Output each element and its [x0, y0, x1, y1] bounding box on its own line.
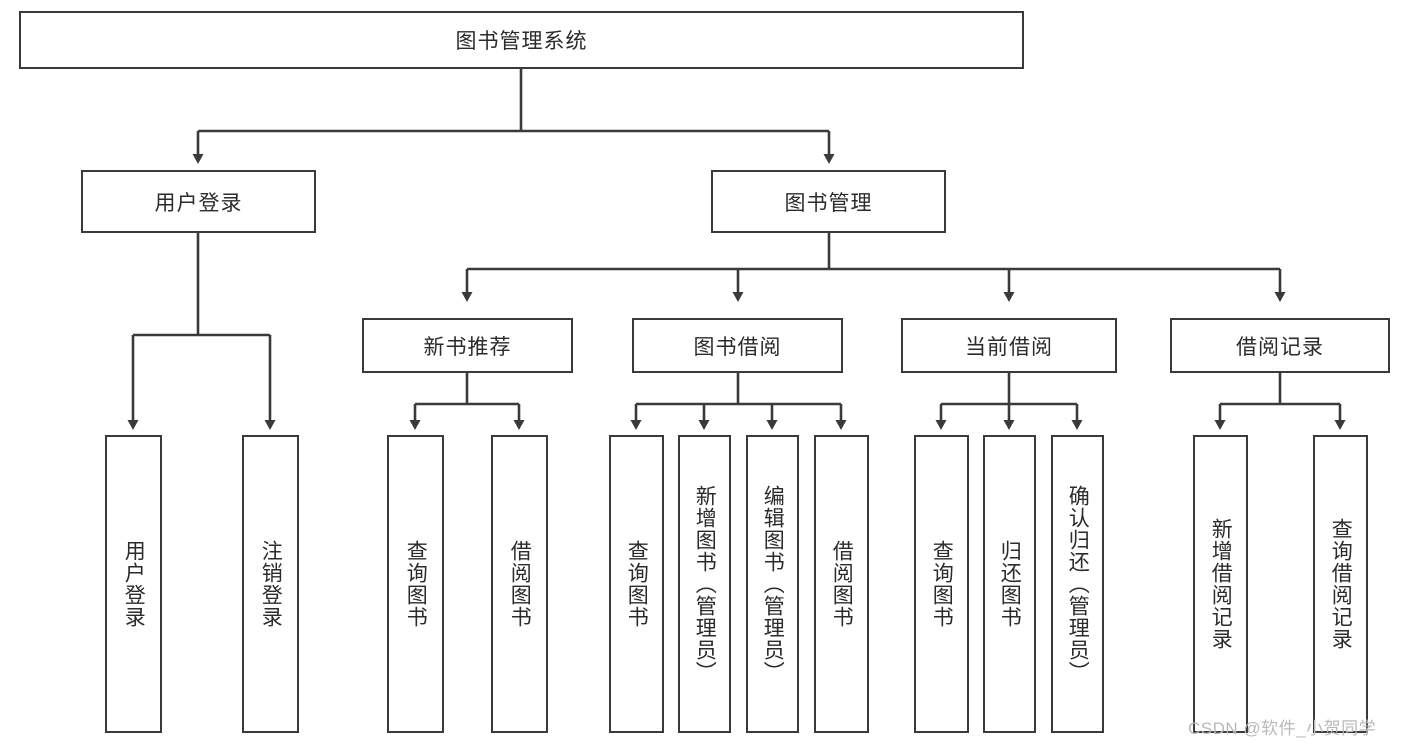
node-leaf-return-book[interactable]: 归还图书	[983, 435, 1036, 733]
node-leaf-borrow-book-2-label: 借阅图书	[830, 540, 854, 628]
node-new-book-recommend[interactable]: 新书推荐	[362, 318, 573, 373]
node-leaf-borrow-book-1-label: 借阅图书	[508, 540, 532, 628]
node-leaf-user-login-label: 用户登录	[122, 540, 146, 628]
node-root[interactable]: 图书管理系统	[19, 11, 1024, 69]
node-leaf-return-book-label: 归还图书	[998, 540, 1022, 628]
node-book-management-label: 图书管理	[784, 191, 873, 215]
node-borrow-record[interactable]: 借阅记录	[1170, 318, 1390, 373]
node-leaf-edit-book[interactable]: 编辑图书（管理员）	[746, 435, 799, 733]
node-leaf-add-book[interactable]: 新增图书（管理员）	[678, 435, 731, 733]
node-leaf-query-borrow-record-label: 查询借阅记录	[1329, 518, 1353, 650]
node-borrow-record-label: 借阅记录	[1236, 335, 1324, 359]
node-leaf-add-borrow-record-label: 新增借阅记录	[1209, 518, 1233, 650]
node-leaf-query-borrow-record[interactable]: 查询借阅记录	[1313, 435, 1368, 733]
node-user-login[interactable]: 用户登录	[81, 170, 316, 233]
watermark: CSDN @软件_小贺同学	[1188, 719, 1377, 738]
node-current-borrow-label: 当前借阅	[965, 335, 1053, 359]
node-leaf-borrow-book-1[interactable]: 借阅图书	[491, 435, 548, 733]
node-user-login-label: 用户登录	[154, 191, 243, 215]
node-leaf-query-book-2[interactable]: 查询图书	[609, 435, 664, 733]
node-leaf-confirm-return-label: 确认归还（管理员）	[1066, 485, 1090, 683]
node-leaf-confirm-return[interactable]: 确认归还（管理员）	[1051, 435, 1104, 733]
node-leaf-logout-login-label: 注销登录	[259, 540, 283, 628]
node-book-management[interactable]: 图书管理	[711, 170, 946, 233]
node-leaf-query-book-3-label: 查询图书	[930, 540, 954, 628]
node-book-borrow[interactable]: 图书借阅	[632, 318, 843, 373]
node-leaf-add-borrow-record[interactable]: 新增借阅记录	[1193, 435, 1248, 733]
node-leaf-query-book-1-label: 查询图书	[404, 540, 428, 628]
node-leaf-logout-login[interactable]: 注销登录	[242, 435, 299, 733]
node-new-book-recommend-label: 新书推荐	[423, 335, 512, 359]
node-root-label: 图书管理系统	[455, 30, 588, 53]
node-current-borrow[interactable]: 当前借阅	[901, 318, 1117, 373]
node-leaf-query-book-1[interactable]: 查询图书	[387, 435, 444, 733]
node-leaf-edit-book-label: 编辑图书（管理员）	[761, 485, 785, 683]
node-leaf-add-book-label: 新增图书（管理员）	[693, 485, 717, 683]
node-leaf-query-book-3[interactable]: 查询图书	[914, 435, 969, 733]
node-leaf-borrow-book-2[interactable]: 借阅图书	[814, 435, 869, 733]
node-book-borrow-label: 图书借阅	[693, 335, 782, 359]
node-leaf-user-login[interactable]: 用户登录	[105, 435, 162, 733]
node-leaf-query-book-2-label: 查询图书	[625, 540, 649, 628]
